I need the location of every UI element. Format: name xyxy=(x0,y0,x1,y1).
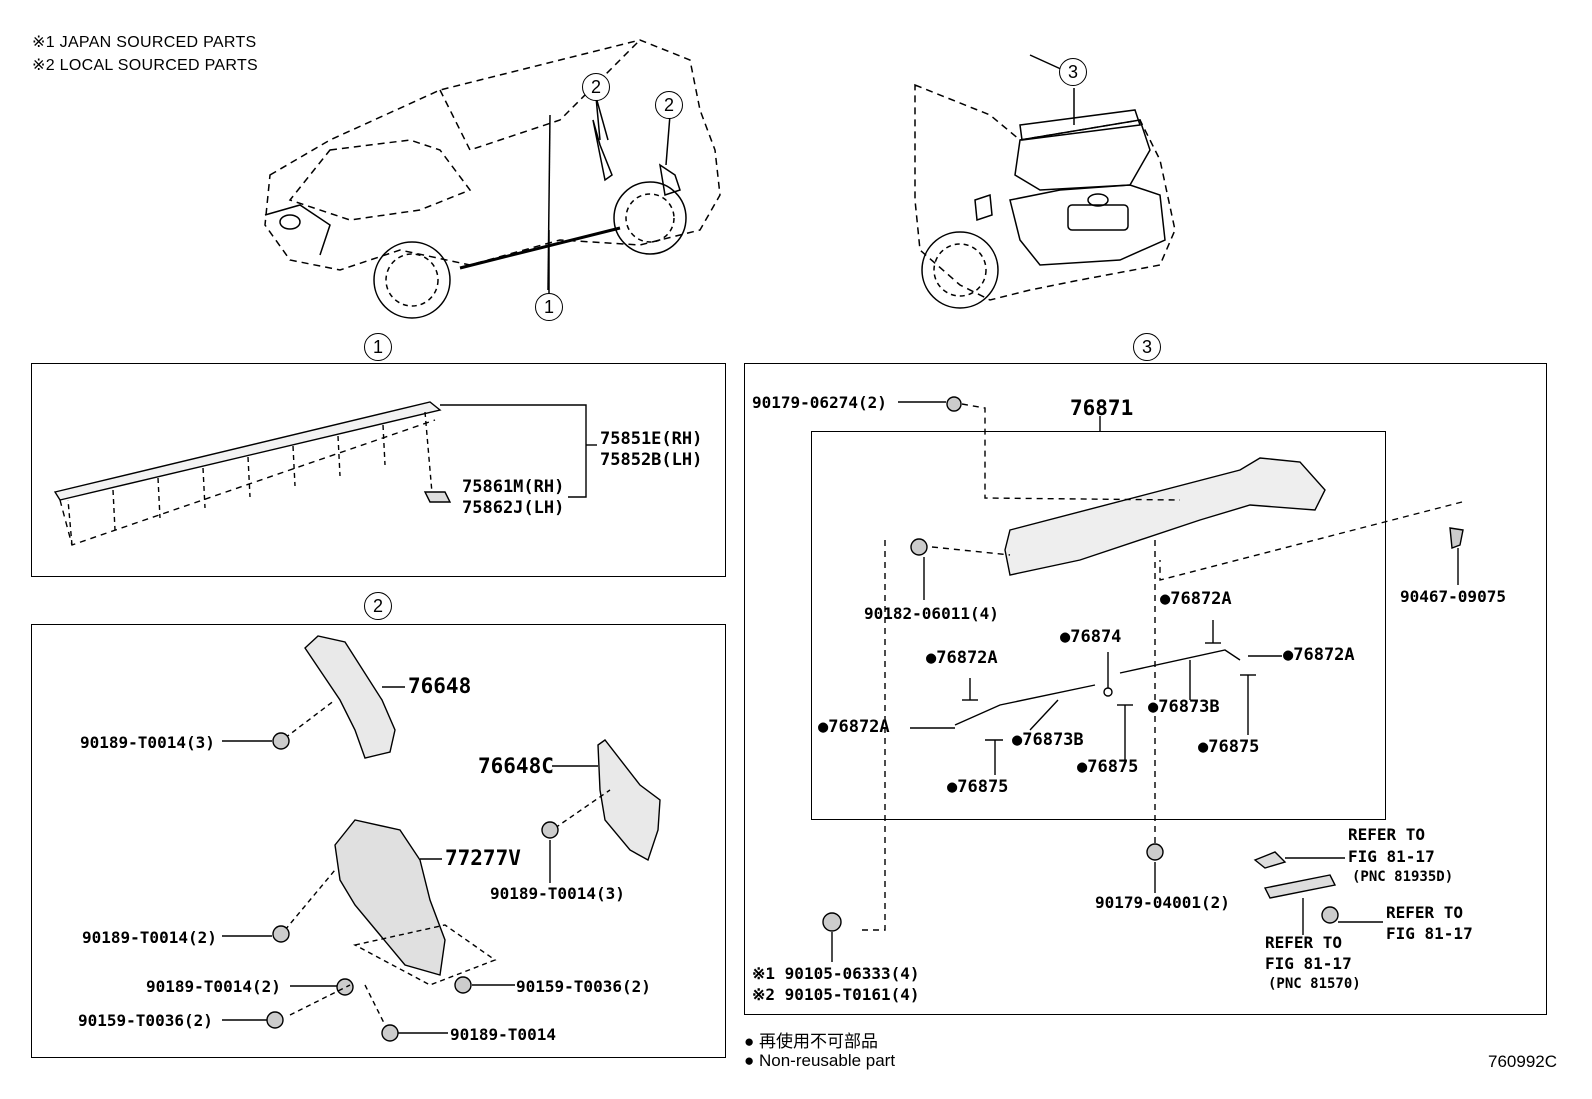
part-76872a-left: ●76872A xyxy=(818,717,890,737)
part-90179-04001: 90179-04001(2) xyxy=(1095,893,1230,912)
part-76873b-right: ●76873B xyxy=(1148,697,1220,717)
part-90189-t0014-a: 90189-T0014(3) xyxy=(80,733,215,752)
part-76875-mid: ●76875 xyxy=(1077,757,1139,777)
part-76872a-top: ●76872A xyxy=(1160,589,1232,609)
part-77277v: 77277V xyxy=(445,846,521,870)
part-90159-t0036-b: 90159-T0036(2) xyxy=(78,1011,213,1030)
part-75851e-rh: 75851E(RH) xyxy=(600,429,703,449)
section-2-panel xyxy=(31,624,726,1058)
refer-2-line-a: REFER TO xyxy=(1386,903,1464,922)
part-76871: 76871 xyxy=(1070,396,1134,420)
refer-3-line-c: (PNC 81570) xyxy=(1268,976,1361,992)
part-76648c: 76648C xyxy=(478,754,554,778)
callout-1-lower: 1 xyxy=(535,293,563,321)
figure-code: 760992C xyxy=(1488,1052,1558,1071)
callout-2-rear: 2 xyxy=(655,91,683,119)
note-japan-sourced: ※1 JAPAN SOURCED PARTS xyxy=(32,34,257,51)
part-76874: ●76874 xyxy=(1060,627,1122,647)
vehicle-rear-illustration xyxy=(914,83,1176,309)
part-76872a-mid: ●76872A xyxy=(926,648,998,668)
part-90189-t0014-d: 90189-T0014(2) xyxy=(146,977,281,996)
part-90159-t0036-a: 90159-T0036(2) xyxy=(516,977,651,996)
part-90189-t0014-g: 90189-T0014 xyxy=(450,1025,556,1044)
part-90189-t0014-b: 90189-T0014(3) xyxy=(490,884,625,903)
part-76875-left: ●76875 xyxy=(947,777,1009,797)
refer-3-line-a: REFER TO xyxy=(1265,933,1343,952)
part-75862j-lh: 75862J(LH) xyxy=(462,498,565,518)
part-90105-t0161: ※2 90105-T0161(4) xyxy=(752,985,920,1004)
note-local-sourced: ※2 LOCAL SOURCED PARTS xyxy=(32,57,258,74)
section-2-header: 2 xyxy=(364,592,392,620)
part-90179-06274: 90179-06274(2) xyxy=(752,393,887,412)
part-90189-t0014-c: 90189-T0014(2) xyxy=(82,928,217,947)
part-90182-06011: 90182-06011(4) xyxy=(864,604,999,623)
section-1-header: 1 xyxy=(364,333,392,361)
section-1-panel xyxy=(31,363,726,577)
callout-3-upper: 3 xyxy=(1059,58,1087,86)
legend-non-reusable: ● Non-reusable part xyxy=(744,1051,896,1070)
part-76875-right: ●76875 xyxy=(1198,737,1260,757)
part-90105-06333: ※1 90105-06333(4) xyxy=(752,964,920,983)
part-90467-09075: 90467-09075 xyxy=(1400,587,1506,606)
part-75852b-lh: 75852B(LH) xyxy=(600,450,703,470)
section-3-header: 3 xyxy=(1133,333,1161,361)
callout-2-upper: 2 xyxy=(582,73,610,101)
section-3-panel xyxy=(744,363,1547,1015)
part-76873b-left: ●76873B xyxy=(1012,730,1084,750)
refer-2-line-b: FIG 81-17 xyxy=(1386,924,1473,943)
refer-1-line-c: (PNC 81935D) xyxy=(1352,869,1454,885)
spoiler-subassembly-box xyxy=(811,431,1386,820)
refer-3-line-b: FIG 81-17 xyxy=(1265,954,1352,973)
part-76872a-right: ●76872A xyxy=(1283,645,1355,665)
refer-1-line-b: FIG 81-17 xyxy=(1348,847,1435,866)
part-76648: 76648 xyxy=(408,674,472,698)
refer-1-line-a: REFER TO xyxy=(1348,825,1426,844)
legend-japanese: ● 再使用不可部品 xyxy=(744,1032,878,1051)
part-75861m-rh: 75861M(RH) xyxy=(462,477,565,497)
